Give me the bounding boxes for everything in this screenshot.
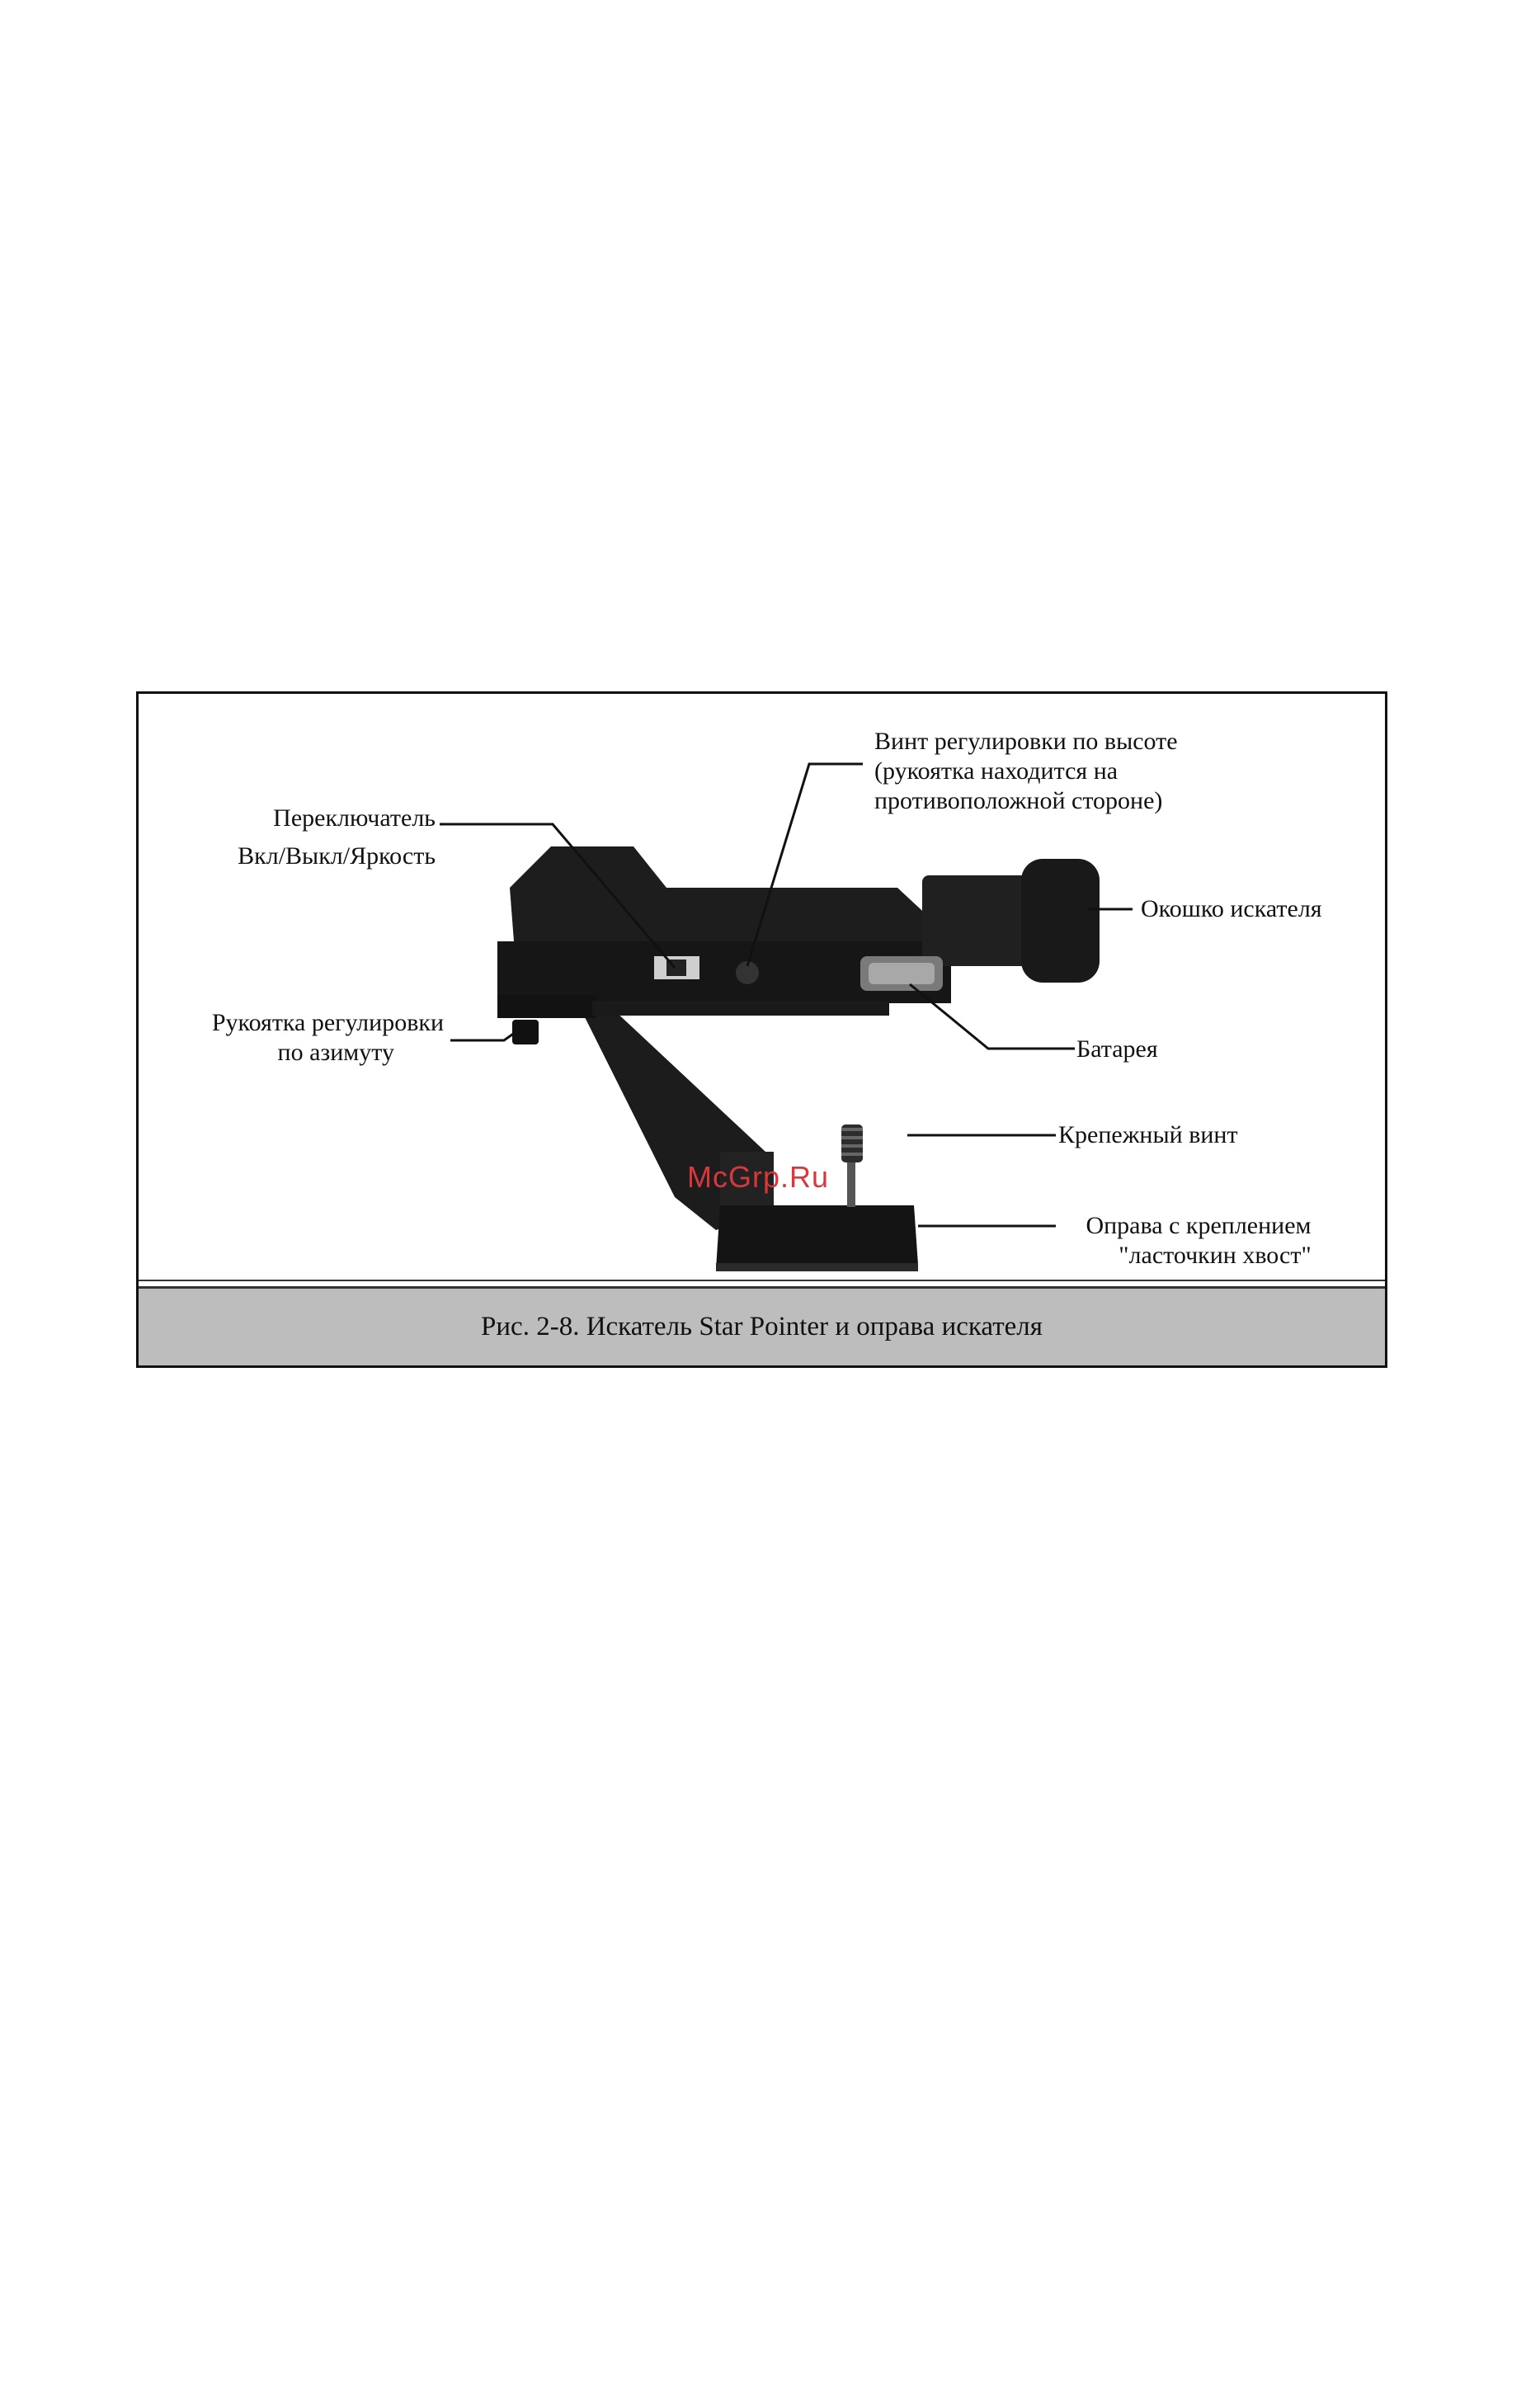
azimuth-label-line2: по азимуту [139,1038,444,1068]
elevation-label-line1: Винт регулировки по высоте [874,727,1178,757]
finder-window-label: Окошко искателя [1141,894,1322,924]
caption-rule [139,1280,1385,1281]
mounting-screw [841,1124,863,1207]
dovetail-bracket [584,1009,918,1271]
caption-bar: Рис. 2-8. Искатель Star Pointer и оправа… [139,1286,1385,1365]
bracket-label-line2: "ласточкин хвост" [1054,1241,1343,1271]
switch-label: Переключатель Вкл/Выкл/Яркость [213,804,436,871]
switch-label-line1: Переключатель [213,804,436,833]
battery-label: Батарея [1076,1035,1158,1064]
elevation-label-line2: (рукоятка находится на [874,757,1178,786]
elevation-screw-label: Винт регулировки по высоте (рукоятка нах… [874,727,1178,816]
figure-caption: Рис. 2-8. Искатель Star Pointer и оправа… [139,1312,1385,1342]
switch-label-line2: Вкл/Выкл/Яркость [213,842,436,871]
figure: Переключатель Вкл/Выкл/Яркость Винт регу… [136,691,1387,1368]
azimuth-label-line1: Рукоятка регулировки [139,1008,444,1038]
watermark: McGrp.Ru [687,1160,829,1195]
azimuth-leader [450,1030,518,1040]
bracket-label-line1: Оправа с креплением [1054,1211,1343,1241]
dovetail-bracket-label: Оправа с креплением "ласточкин хвост" [1054,1211,1343,1271]
elevation-label-line3: противоположной стороне) [874,786,1178,816]
azimuth-knob-label: Рукоятка регулировки по азимуту [139,1008,444,1068]
finder-body [497,846,1100,1044]
mounting-screw-label: Крепежный винт [1058,1120,1238,1150]
